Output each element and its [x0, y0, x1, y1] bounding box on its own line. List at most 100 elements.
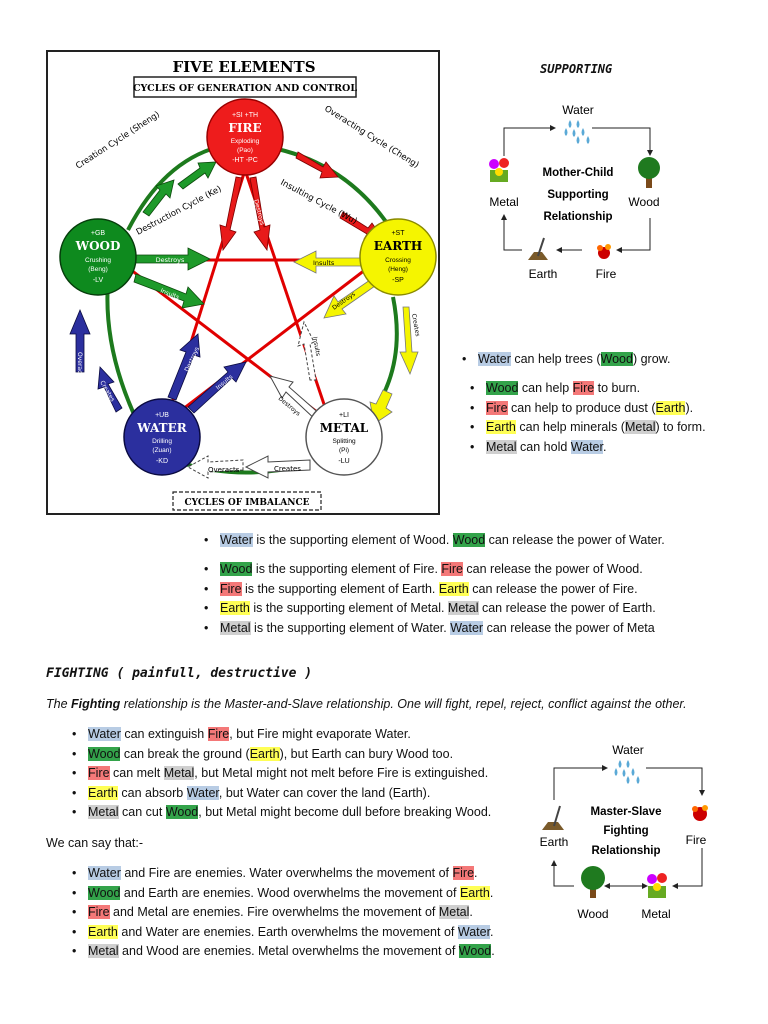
list-item: Wood can help Fire to burn.	[470, 379, 706, 399]
svg-text:+UB: +UB	[155, 412, 169, 419]
highlighted-term: Wood	[220, 562, 253, 576]
list-item: Fire and Metal are enemies. Fire overwhe…	[72, 903, 495, 923]
list-text: and Metal are enemies. Fire overwhelms t…	[109, 905, 439, 920]
fighting-intro: The Fighting relationship is the Master-…	[46, 697, 687, 711]
fight-earth-shovel-icon	[542, 805, 564, 830]
svg-text:Insults: Insults	[311, 336, 321, 357]
supporting-list-2: Wood can help Fire to burn.Fire can help…	[470, 379, 706, 457]
highlighted-term: Metal	[624, 420, 656, 435]
imbalance-label: CYCLES OF IMBALANCE	[184, 498, 309, 508]
list-text: can melt	[109, 766, 164, 781]
fight-water-label: Water	[612, 743, 644, 757]
list-item: Metal can hold Water.	[470, 438, 706, 458]
list-item: Water is the supporting element of Wood.…	[204, 531, 665, 551]
list-text: , but Metal might become dull before bre…	[198, 805, 492, 820]
highlighted-term: Water	[457, 924, 491, 939]
list-text: is the supporting element of Water.	[250, 620, 451, 635]
highlighted-term: Fire	[452, 866, 475, 880]
svg-text:FIRE: FIRE	[228, 121, 261, 135]
svg-text:(Pao): (Pao)	[237, 147, 253, 154]
list-text: and Earth are enemies. Wood overwhelms t…	[120, 885, 460, 900]
list-item: Water can help trees (Wood) grow.	[462, 350, 670, 370]
diagram-subtitle: CYCLES OF GENERATION AND CONTROL	[133, 83, 357, 94]
water-node: +UB WATER Drilling (Zuan) -KD	[123, 398, 201, 476]
highlighted-term: Earth	[249, 746, 280, 761]
list-text: , but Fire might evaporate Water.	[229, 727, 411, 741]
svg-text:Destroys: Destroys	[252, 199, 266, 226]
highlighted-term: Metal	[88, 944, 119, 959]
svg-text:Drilling: Drilling	[152, 438, 172, 445]
fight-fire-label: Fire	[686, 833, 707, 847]
list-item: Fire can melt Metal, but Metal might not…	[72, 764, 491, 784]
wood-node: +GB WOOD Crushing (Beng) -LV	[59, 218, 137, 296]
sup-water-label: Water	[562, 103, 594, 117]
highlighted-term: Wood	[452, 533, 486, 547]
list-text: is the supporting element of Wood.	[252, 533, 453, 547]
list-item: Water can extinguish Fire, but Fire migh…	[72, 725, 491, 745]
highlighted-term: Metal	[447, 601, 479, 616]
fire-arrows	[219, 151, 385, 252]
list-text: .	[469, 905, 473, 920]
list-text: can help minerals (	[515, 420, 625, 435]
highlighted-term: Metal	[163, 766, 195, 781]
svg-text:Creates: Creates	[98, 380, 116, 403]
highlighted-term: Fire	[441, 562, 463, 576]
we-can-say: We can say that:-	[46, 836, 144, 850]
list-text: is the supporting element of Metal.	[249, 601, 448, 616]
list-text: ) grow.	[632, 352, 671, 366]
list-text: can help trees (	[510, 352, 601, 366]
highlighted-term: Earth	[438, 581, 469, 596]
highlighted-term: Water	[186, 785, 219, 800]
highlighted-term: Metal	[88, 805, 119, 820]
list-item: Wood and Earth are enemies. Wood overwhe…	[72, 884, 495, 904]
highlighted-term: Earth	[88, 924, 118, 939]
list-text: and Wood are enemies. Metal overwhelms t…	[118, 944, 459, 959]
highlighted-term: Water	[220, 533, 253, 547]
svg-text:Destroys: Destroys	[156, 256, 185, 264]
highlighted-term: Wood	[165, 805, 199, 820]
highlighted-term: Wood	[458, 944, 492, 959]
metal-node: +LI METAL Splitting (Pi) -LU	[305, 398, 383, 476]
list-item: Fire can help to produce dust (Earth).	[470, 399, 706, 419]
list-text: can break the ground (	[120, 746, 250, 761]
highlighted-term: Metal	[486, 439, 517, 454]
svg-text:-HT -PC: -HT -PC	[232, 157, 258, 164]
list-text: to burn.	[594, 381, 641, 395]
highlighted-term: Earth	[486, 420, 516, 435]
highlighted-term: Fire	[572, 381, 595, 395]
svg-text:WATER: WATER	[136, 421, 187, 435]
creation-cycle-ring	[105, 145, 399, 475]
list-text: ) to form.	[655, 420, 706, 435]
list-text: .	[602, 439, 607, 454]
fight-center-line2: Fighting	[603, 825, 648, 837]
list-text: ).	[685, 400, 694, 415]
svg-text:Overacts: Overacts	[76, 352, 83, 379]
list-text: can help to produce dust (	[507, 400, 656, 415]
fight-wood-label: Wood	[577, 907, 608, 921]
list-text: can release the power of Earth.	[478, 601, 656, 616]
svg-text:Crushing: Crushing	[85, 257, 111, 264]
svg-text:-LU: -LU	[338, 458, 349, 465]
highlighted-term: Wood	[486, 381, 519, 395]
list-text: .	[490, 924, 494, 939]
fighting-heading: FIGHTING ( painfull, destructive )	[46, 666, 313, 681]
svg-text:+GB: +GB	[91, 230, 106, 237]
fight-center-line1: Master-Slave	[591, 806, 662, 818]
sup-center-line2: Supporting	[547, 189, 608, 201]
list-text: can help	[518, 381, 573, 395]
list-item: Earth can help minerals (Metal) to form.	[470, 418, 706, 438]
highlighted-term: Water	[478, 352, 511, 366]
list-item: Earth can absorb Water, but Water can co…	[72, 784, 491, 804]
fighting-list: Water can extinguish Fire, but Fire migh…	[72, 725, 491, 823]
fight-fire-icon	[692, 805, 708, 821]
highlighted-term: Water	[88, 866, 121, 880]
svg-text:+LI: +LI	[339, 412, 349, 419]
creation-cycle-label: Creation Cycle (Sheng)	[74, 110, 162, 172]
list-text: is the supporting element of Fire.	[252, 562, 442, 576]
sup-center-line1: Mother-Child	[543, 167, 614, 179]
sup-earth-label: Earth	[529, 267, 558, 281]
sup-center-line3: Relationship	[543, 211, 612, 223]
highlighted-term: Earth	[88, 785, 118, 800]
supporting-cycle-diagram: Water Metal Wood Earth Fire Mother-Child…	[482, 98, 682, 283]
supporting-heading: SUPPORTING	[540, 62, 613, 76]
